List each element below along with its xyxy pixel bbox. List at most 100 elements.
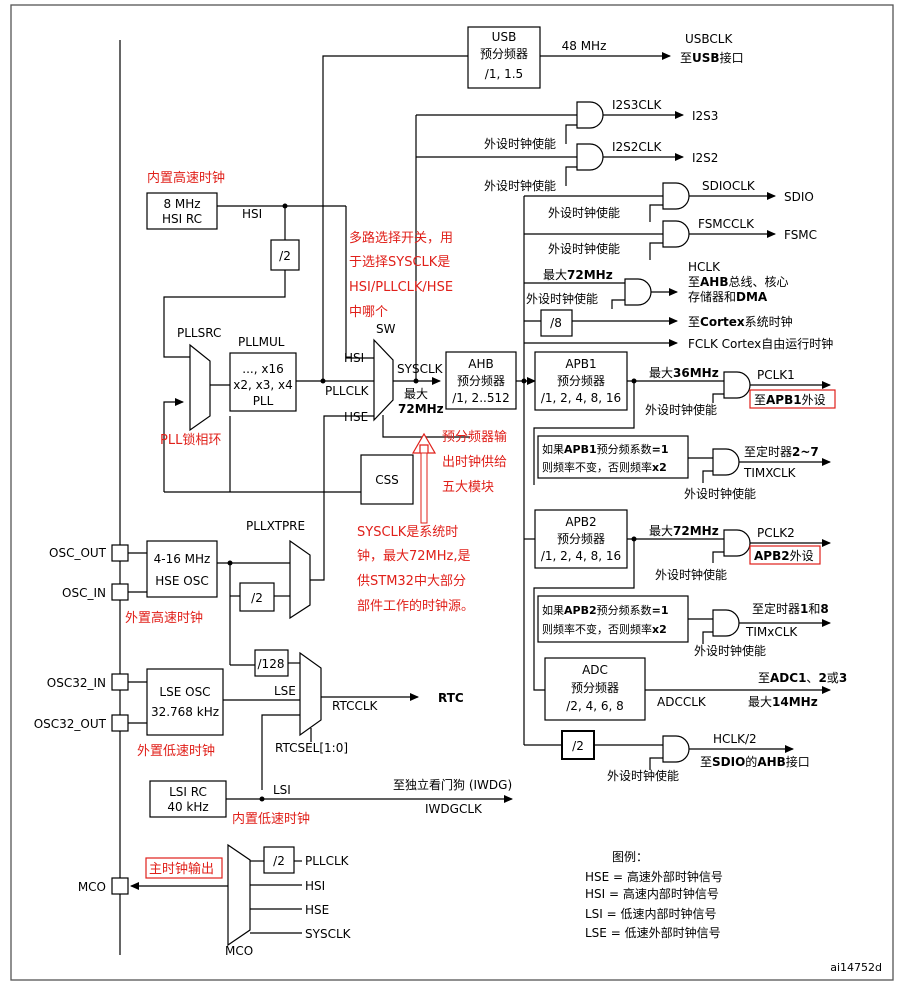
annotation-sw-2: 于选择SYSCLK是 — [349, 255, 450, 270]
div128-box — [254, 649, 289, 677]
mco-hsi: HSI — [305, 879, 325, 893]
annotation-lse: 外置低速时钟 — [137, 743, 215, 759]
pllsrc-mux — [189, 343, 211, 432]
ahb-prescaler-box — [445, 351, 517, 410]
tim27-note1: 如果APB1预分频系数=1 — [542, 442, 669, 456]
pclk1-label: PCLK1 — [757, 368, 795, 382]
usb-out: USBCLK — [685, 32, 733, 46]
annotation-sysclk-1: SYSCLK是系统时 — [357, 525, 458, 540]
annotation-prescaler-1: 预分频器输 — [442, 429, 507, 445]
annotation-mco: 主时钟输出 — [149, 861, 214, 877]
annotation-sysclk-4: 部件工作的时钟源。 — [357, 598, 474, 614]
iwdgclk-label: IWDGCLK — [425, 802, 483, 816]
pclk1-enable: 外设时钟使能 — [645, 402, 717, 417]
ahb-sub: 预分频器 — [457, 374, 505, 388]
pclk2-enable-line — [712, 551, 724, 563]
lse-osc-box — [146, 668, 224, 736]
lsi-junction — [259, 796, 265, 802]
fsmcclk-label: FSMCCLK — [698, 217, 755, 231]
osc-out-pin — [111, 544, 129, 562]
hclk-line2: 至AHB总线、核心 — [688, 275, 789, 289]
legend-title: 图例： — [612, 850, 648, 864]
adc-max: 最大14MHz — [748, 695, 818, 709]
i2s3-enable: 外设时钟使能 — [484, 136, 556, 151]
ahb-junction — [521, 378, 527, 384]
i2s3-and-gate — [576, 101, 604, 129]
adc-ratio: /2, 4, 6, 8 — [566, 699, 623, 713]
usb-freq: 48 MHz — [562, 39, 607, 53]
pclk2-enable: 外设时钟使能 — [655, 567, 727, 582]
sw-mux — [373, 338, 394, 422]
pclk1-and-gate — [723, 371, 751, 399]
tim18-note1: 如果APB2预分频系数=1 — [542, 603, 669, 617]
mco-mux-label: MCO — [225, 944, 253, 958]
annotation-hsi: 内置高速时钟 — [147, 170, 225, 186]
apb1-max: 最大36MHz — [649, 366, 719, 380]
tim18-and-gate — [712, 609, 740, 637]
apb2-to-tim-line — [533, 539, 635, 691]
adc-prescaler-box — [544, 657, 646, 721]
i2s3-label: I2S3 — [692, 109, 718, 123]
osc32-out-label: OSC32_OUT — [34, 717, 107, 731]
fsmc-label: FSMC — [784, 228, 817, 242]
hclk-max: 最大72MHz — [543, 268, 613, 282]
hclk2-label: HCLK/2 — [713, 732, 757, 746]
sdio-enable-line — [649, 204, 663, 222]
rtcsel-label: RTCSEL[1:0] — [275, 741, 348, 755]
hclk-enable: 外设时钟使能 — [526, 291, 598, 306]
rtcsel-mux — [299, 651, 322, 737]
sw-max-prefix: 最大 — [404, 387, 428, 401]
tim18-dest: 至定时器1和8 — [752, 601, 829, 616]
i2s2-and-gate — [576, 143, 604, 171]
sdio-ahb-enable: 外设时钟使能 — [607, 768, 679, 783]
osc32-in-pin — [111, 673, 129, 691]
apb1-dest: 至APB1外设 — [754, 393, 826, 407]
mco-hse: HSE — [305, 903, 329, 917]
hsi-div2: /2 — [279, 249, 291, 263]
rtcclk-label: RTCCLK — [332, 699, 379, 713]
osc-in-pin — [111, 583, 129, 601]
hclk-title: HCLK — [688, 260, 721, 274]
legend-item: HSE = 高速外部时钟信号 — [585, 869, 723, 884]
pllsrc-select-arrow — [163, 398, 184, 492]
mco-sysclk: SYSCLK — [305, 927, 352, 941]
annotation-hse: 外置高速时钟 — [125, 610, 203, 626]
lsi-freq: 40 kHz — [167, 800, 208, 814]
sdio-and-gate — [662, 182, 690, 210]
hsi-div2-box — [270, 239, 300, 271]
hsi-rc-freq: 8 MHz — [163, 197, 200, 211]
css-box — [360, 454, 414, 505]
mco-pin — [111, 877, 129, 895]
sdio-ahb-div-box — [561, 730, 595, 760]
adcclk-label: ADCCLK — [657, 695, 707, 709]
tim27-enable: 外设时钟使能 — [684, 486, 756, 501]
annotation-lsi: 内置低速时钟 — [232, 811, 310, 827]
annotation-sw-4: 中哪个 — [349, 305, 388, 320]
lsi-signal: LSI — [273, 783, 291, 797]
hclk-line3: 存储器和DMA — [688, 289, 768, 304]
ahb-ratio: /1, 2..512 — [452, 391, 509, 405]
figure-id: ai14752d — [830, 961, 882, 974]
hse-div2-box — [239, 582, 275, 612]
timxclk2-label: TIMxCLK — [745, 625, 798, 639]
osc-in-label: OSC_IN — [62, 586, 106, 600]
hclk-enable-line — [611, 299, 625, 309]
apb1-to-tim-line — [533, 381, 635, 485]
pllsrc-label: PLLSRC — [177, 326, 221, 340]
tim27-and-gate — [712, 448, 740, 476]
apb2-dest: APB2外设 — [754, 549, 814, 563]
hse-osc-box — [146, 540, 218, 598]
lse-freq: 32.768 kHz — [151, 705, 219, 719]
cortex-div-box — [540, 309, 573, 337]
hse-div2: /2 — [251, 591, 263, 605]
pclk2-label: PCLK2 — [757, 526, 795, 540]
pllxtpre-label: PLLXTPRE — [246, 519, 305, 533]
ahb-title: AHB — [468, 357, 493, 371]
iwdg-label: 至独立看门狗 (IWDG) — [393, 777, 512, 792]
pll-name: PLL — [253, 394, 274, 408]
apb2-ratio: /1, 2, 4, 8, 16 — [541, 549, 621, 563]
sdio-ahb-dest: 至SDIO的AHB接口 — [700, 754, 810, 769]
sw-to-css-line — [382, 415, 470, 438]
osc32-out-pin — [111, 714, 129, 732]
